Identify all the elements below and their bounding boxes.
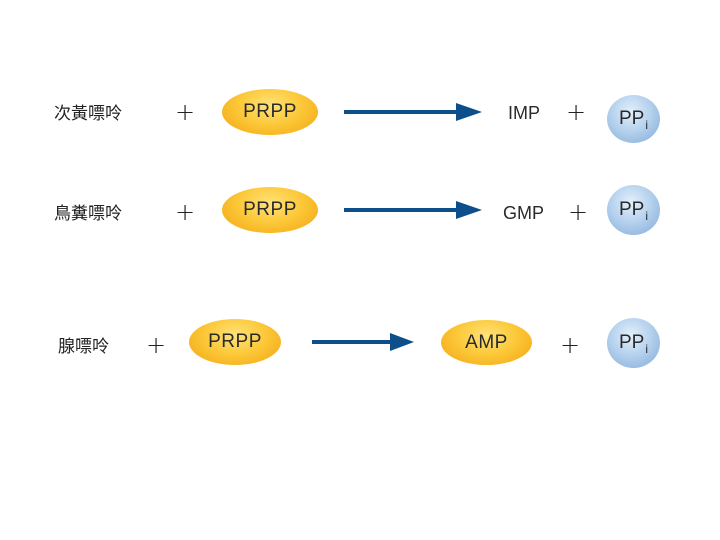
ppi-main: PP [618, 199, 645, 220]
amp-label: AMP [465, 331, 508, 353]
plus-sign: + [566, 98, 587, 126]
ppi-subscript: i [645, 118, 649, 132]
plus-sign: + [146, 331, 167, 359]
prpp-label: PRPP [243, 199, 297, 220]
substrate-label: 腺嘌呤 [58, 337, 109, 357]
plus-sign: + [560, 331, 581, 359]
prpp-oval: PRPP [222, 187, 318, 233]
prpp-oval: PRPP [189, 319, 281, 365]
plus-sign: + [568, 198, 589, 226]
prpp-oval: PRPP [222, 89, 318, 135]
ppi-subscript: i [645, 209, 649, 223]
product-label: IMP [508, 103, 541, 123]
amp-oval: AMP [441, 320, 532, 365]
reaction-arrow [312, 333, 414, 351]
reaction-arrow [344, 103, 482, 121]
plus-sign: + [175, 198, 196, 226]
substrate-label: 次黃嘌呤 [54, 104, 122, 124]
prpp-label: PRPP [243, 101, 297, 122]
ppi-main: PP [618, 332, 645, 353]
prpp-label: PRPP [208, 331, 262, 352]
reaction-arrow [344, 201, 482, 219]
ppi-subscript: i [645, 342, 649, 356]
substrate-label: 鳥糞嘌呤 [54, 204, 122, 224]
product-label: GMP [503, 203, 545, 223]
plus-sign: + [175, 98, 196, 126]
ppi-main: PP [618, 108, 645, 129]
